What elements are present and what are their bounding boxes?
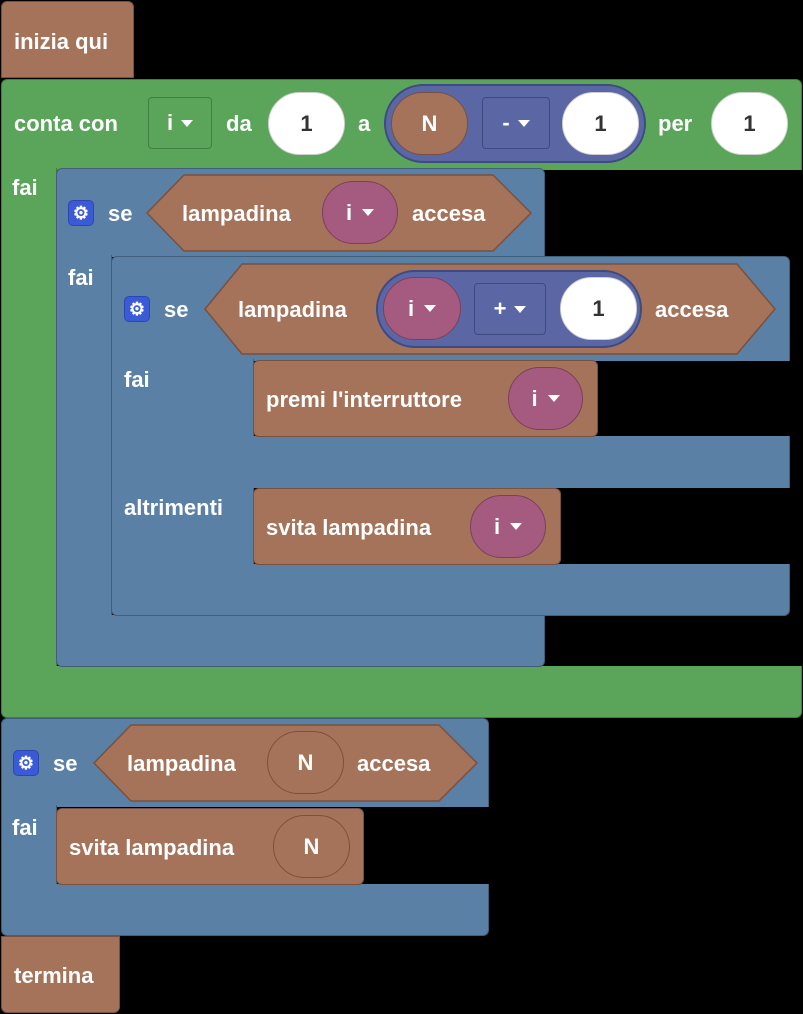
end-block[interactable]: termina — [1, 936, 120, 1013]
for-loop-from-label: da — [226, 111, 252, 136]
if2-cond-left-dropdown[interactable]: i — [383, 277, 461, 340]
for-loop-operator-dropdown[interactable]: - — [482, 97, 550, 149]
chevron-down-icon — [514, 305, 527, 313]
if2-cond-operator-value: + — [493, 296, 507, 321]
if2-bottom-arm — [111, 564, 790, 616]
if3-cond-prefix: lampadina — [127, 751, 236, 776]
for-loop-var-value: i — [166, 110, 174, 135]
if1-cond-var-dropdown[interactable]: i — [322, 181, 398, 244]
for-loop-to-right-input[interactable]: 1 — [562, 92, 639, 155]
unscrew-bulb-var-dropdown[interactable]: i — [470, 495, 546, 558]
if3-do-label: fai — [12, 815, 38, 840]
if3-cond-value[interactable]: N — [267, 731, 344, 794]
if2-else-label: altrimenti — [124, 495, 224, 520]
if1-do-label: fai — [68, 265, 94, 290]
if1-cond-prefix: lampadina — [182, 201, 291, 226]
if2-cond-prefix: lampadina — [238, 297, 347, 322]
chevron-down-icon — [362, 209, 375, 216]
chevron-down-icon — [424, 305, 437, 312]
if1-cond-suffix: accesa — [412, 201, 486, 226]
if2-cond-right-input[interactable]: 1 — [560, 277, 637, 340]
gear-icon[interactable]: ⚙ — [68, 200, 94, 226]
if2-cond-left-value: i — [407, 295, 415, 321]
for-loop-to-left-value[interactable]: N — [391, 92, 468, 155]
press-switch-var-value: i — [531, 385, 538, 411]
if3-label: se — [53, 751, 78, 776]
gear-icon[interactable]: ⚙ — [13, 750, 39, 776]
if1-cond-var-value: i — [345, 199, 353, 225]
chevron-down-icon — [510, 523, 523, 530]
if2-cond-operator-dropdown[interactable]: + — [474, 283, 546, 335]
for-loop-bottom-arm — [1, 666, 802, 718]
press-switch-var-dropdown[interactable]: i — [508, 367, 583, 430]
for-loop-step-input[interactable]: 1 — [711, 92, 788, 155]
chevron-down-icon — [547, 395, 560, 402]
if2-mid-arm — [111, 436, 790, 488]
for-loop-to-label: a — [358, 111, 371, 136]
if1-label: se — [108, 201, 133, 226]
press-switch-label: premi l'interruttore — [266, 387, 462, 412]
if2-do-label: fai — [124, 367, 150, 392]
for-loop-var-dropdown[interactable]: i — [148, 97, 212, 149]
chevron-down-icon — [181, 119, 194, 127]
unscrew-bulb-value[interactable]: N — [273, 815, 350, 878]
if2-label: se — [164, 297, 189, 322]
unscrew-bulb-label-2: svita lampadina — [69, 835, 235, 860]
for-loop-left-arm — [1, 168, 57, 668]
if2-cond-suffix: accesa — [655, 297, 729, 322]
unscrew-bulb-label-1: svita lampadina — [266, 515, 432, 540]
for-loop-from-input[interactable]: 1 — [268, 92, 345, 155]
for-loop-do-label: fai — [12, 175, 38, 200]
for-loop-step-label: per — [658, 111, 693, 136]
if3-cond-suffix: accesa — [357, 751, 431, 776]
for-loop-count-label: conta con — [14, 111, 118, 136]
start-block[interactable]: inizia qui — [1, 1, 134, 78]
if1-bottom-arm — [56, 615, 545, 667]
gear-icon[interactable]: ⚙ — [124, 296, 150, 322]
end-block-label: termina — [14, 963, 94, 988]
for-loop-operator-value: - — [502, 110, 510, 135]
if3-left-arm — [1, 805, 57, 887]
if3-bottom-arm — [1, 884, 489, 936]
if1-left-arm — [56, 255, 112, 617]
start-block-label: inizia qui — [14, 29, 109, 54]
chevron-down-icon — [517, 119, 530, 127]
unscrew-bulb-var-value: i — [493, 513, 501, 539]
